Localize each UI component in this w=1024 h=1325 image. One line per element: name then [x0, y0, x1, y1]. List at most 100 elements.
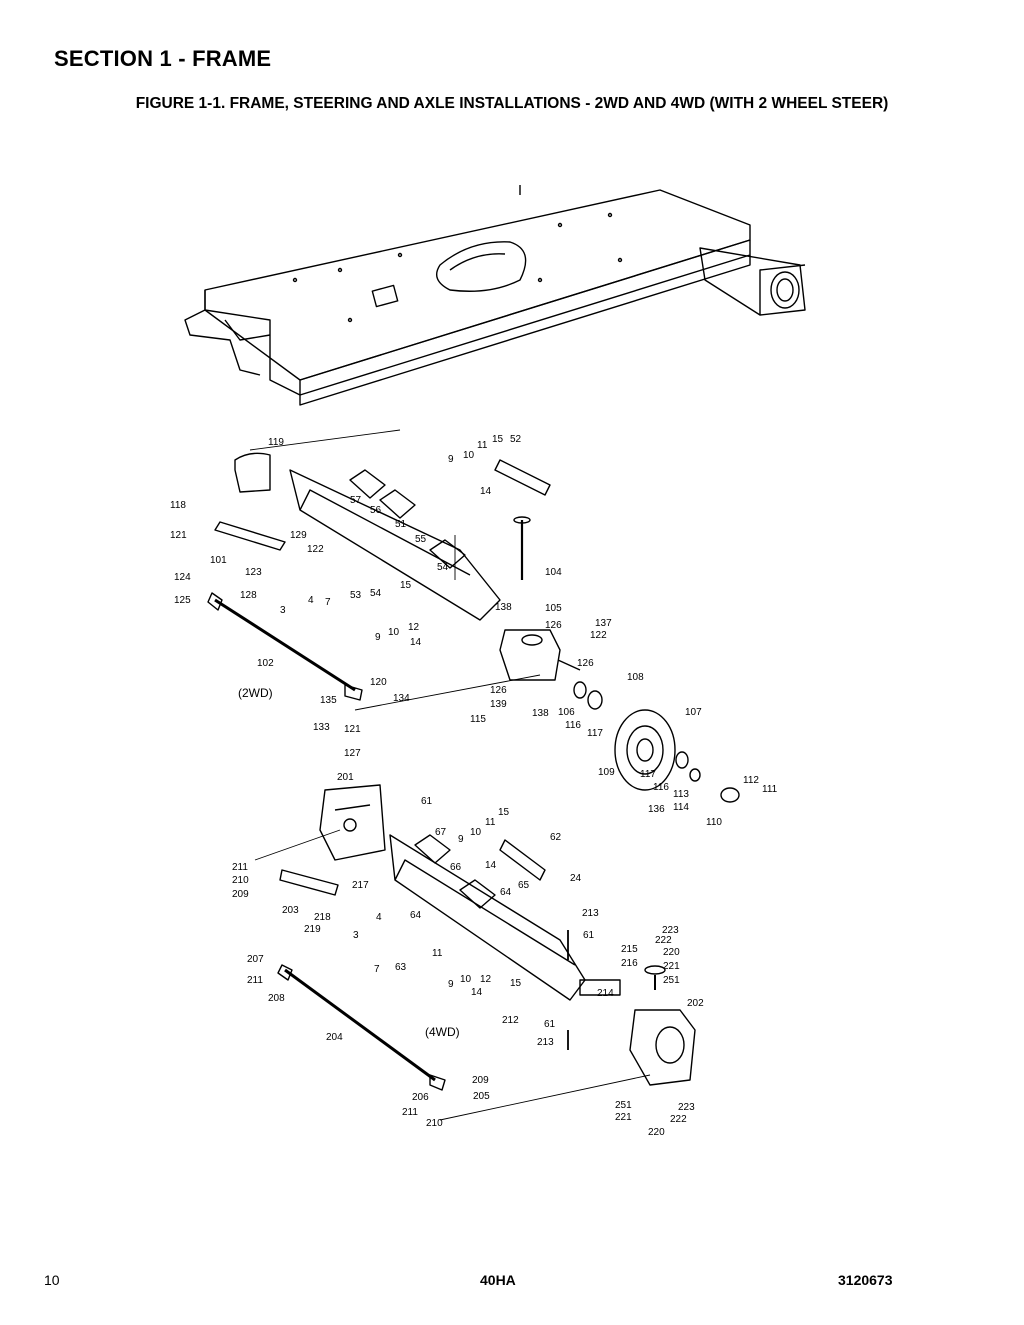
callout-54: 54	[370, 588, 382, 599]
callout-53: 53	[350, 590, 362, 601]
callout-56: 56	[370, 505, 382, 516]
callout-52: 52	[510, 434, 522, 445]
callout-213: 213	[582, 908, 599, 919]
callout-116: 116	[565, 720, 581, 731]
callout-24: 24	[570, 873, 582, 884]
figure-title: FIGURE 1-1. FRAME, STEERING AND AXLE INS…	[135, 95, 889, 112]
callout-104: 104	[545, 567, 562, 578]
callout-223: 223	[662, 925, 679, 936]
callout-107: 107	[685, 707, 702, 718]
callout-222: 222	[655, 935, 672, 946]
group-label-4wd: (4WD)	[425, 1025, 460, 1039]
callout-105: 105	[545, 603, 562, 614]
callout-63: 63	[395, 962, 407, 973]
callout-206: 206	[412, 1092, 429, 1103]
callout-220: 220	[663, 947, 680, 958]
callout-14: 14	[410, 637, 422, 648]
callout-9d: 9	[448, 979, 454, 990]
callout-118: 118	[170, 500, 186, 511]
callout-220b: 220	[648, 1127, 665, 1138]
callout-112: 112	[743, 775, 759, 786]
callout-126b: 126	[577, 658, 594, 669]
callout-214: 214	[597, 988, 614, 999]
callout-221: 221	[663, 961, 680, 972]
callout-11c: 11	[432, 948, 443, 959]
callout-12: 12	[408, 622, 420, 633]
callout-251: 251	[663, 975, 680, 986]
callout-136: 136	[648, 804, 665, 815]
callout-222b: 222	[670, 1114, 687, 1125]
callout-116b: 116	[653, 782, 669, 793]
callout-51: 51	[395, 519, 407, 530]
callout-124: 124	[174, 572, 191, 583]
callout-3b: 3	[353, 930, 359, 941]
callout-139: 139	[490, 699, 507, 710]
callout-120: 120	[370, 677, 387, 688]
callout-203: 203	[282, 905, 299, 916]
callout-126: 126	[545, 620, 562, 631]
callout-201: 201	[337, 772, 354, 783]
callout-217: 217	[352, 880, 369, 891]
callout-15c: 15	[498, 807, 510, 818]
callout-109: 109	[598, 767, 615, 778]
callout-64b: 64	[410, 910, 422, 921]
callout-14b: 14	[480, 486, 492, 497]
callout-117: 117	[587, 728, 603, 739]
callout-54b: 54	[437, 562, 449, 573]
callout-10: 10	[388, 627, 400, 638]
callout-134: 134	[393, 693, 410, 704]
document-number: 3120673	[838, 1272, 893, 1288]
callout-7: 7	[325, 597, 331, 608]
callout-15b: 15	[492, 434, 504, 445]
callout-126c: 126	[490, 685, 507, 696]
callout-251b: 251	[615, 1100, 632, 1111]
callout-64: 64	[500, 887, 512, 898]
callout-138: 138	[495, 602, 512, 613]
callout-121b: 121	[344, 724, 361, 735]
callout-209: 209	[232, 889, 249, 900]
callout-67: 67	[435, 827, 447, 838]
callout-10d: 10	[460, 974, 472, 985]
callout-14c: 14	[485, 860, 497, 871]
callout-113: 113	[673, 789, 689, 800]
callout-10b: 10	[463, 450, 475, 461]
callout-108: 108	[627, 672, 644, 683]
callout-221b: 221	[615, 1112, 632, 1123]
exploded-parts-diagram: 119 118 121 101 129 122 123 128 3 4 7 53…	[170, 185, 806, 1138]
main-frame	[184, 185, 806, 406]
callout-212: 212	[502, 1015, 519, 1026]
callout-3: 3	[280, 605, 286, 616]
callout-209b: 209	[472, 1075, 489, 1086]
callout-4: 4	[308, 595, 314, 606]
callout-223b: 223	[678, 1102, 695, 1113]
callout-11: 11	[477, 440, 488, 451]
callout-122b: 122	[590, 630, 607, 641]
callout-9b: 9	[448, 454, 454, 465]
callout-204: 204	[326, 1032, 343, 1043]
callout-207: 207	[247, 954, 264, 965]
callout-122: 122	[307, 544, 324, 555]
callout-101: 101	[210, 555, 227, 566]
callout-213b: 213	[537, 1037, 554, 1048]
callout-65: 65	[518, 880, 530, 891]
callout-219: 219	[304, 924, 321, 935]
callout-15d: 15	[510, 978, 522, 989]
callout-110: 110	[706, 817, 722, 828]
callout-127: 127	[344, 748, 361, 759]
callout-123: 123	[245, 567, 262, 578]
callout-12b: 12	[480, 974, 492, 985]
callout-211b: 211	[247, 975, 263, 986]
section-title: SECTION 1 - FRAME	[54, 46, 272, 71]
callout-labels: 119 118 121 101 129 122 123 128 3 4 7 53…	[170, 434, 778, 1138]
callout-115: 115	[470, 714, 486, 725]
callout-215: 215	[621, 944, 638, 955]
callout-210b: 210	[426, 1118, 443, 1129]
callout-135: 135	[320, 695, 337, 706]
callout-55: 55	[415, 534, 427, 545]
callout-114: 114	[673, 802, 689, 813]
callout-66: 66	[450, 862, 462, 873]
callout-125: 125	[174, 595, 191, 606]
group-label-2wd: (2WD)	[238, 686, 273, 700]
callout-14d: 14	[471, 987, 483, 998]
callout-10c: 10	[470, 827, 482, 838]
